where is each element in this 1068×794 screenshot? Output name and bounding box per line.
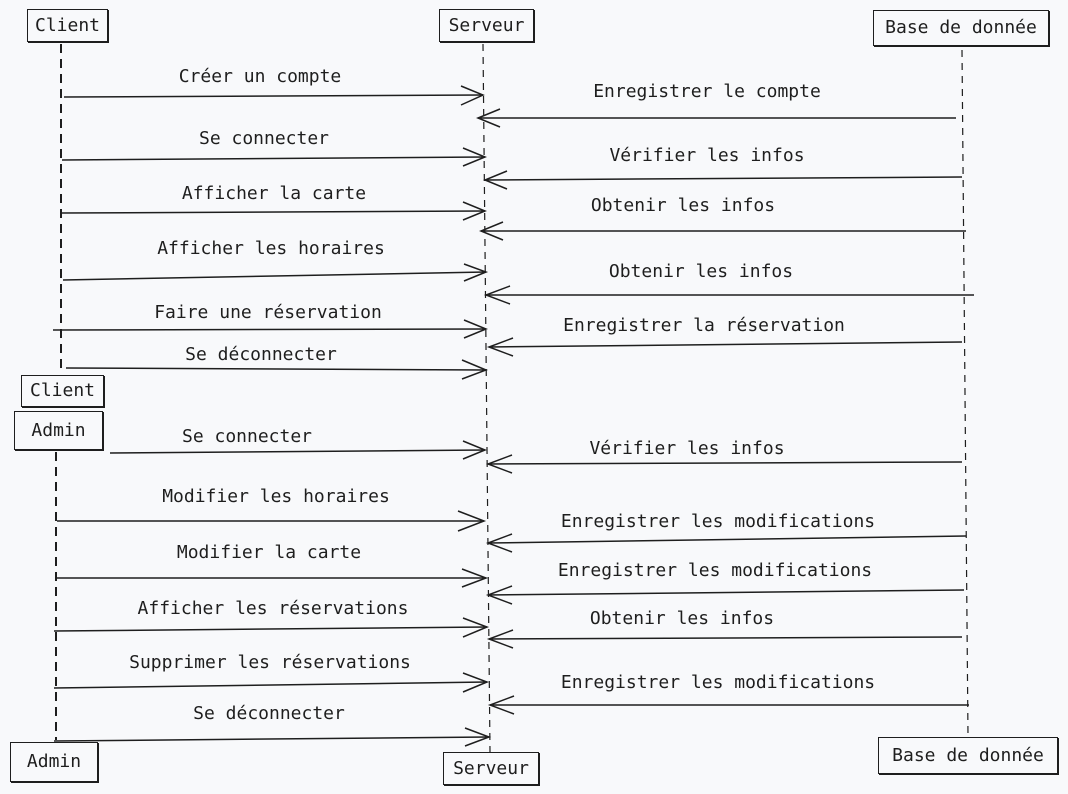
arrow-faire-reservation [52, 319, 488, 339]
arrow-afficher-carte [61, 201, 487, 221]
message-label: Obtenir les infos [608, 261, 794, 282]
message-label: Obtenir les infos [590, 195, 776, 216]
arrow-se-connecter-client [61, 147, 487, 167]
message-label: Enregistrer le compte [593, 81, 821, 102]
arrow-enregistrer-modifications-3 [487, 695, 969, 715]
arrow-supprimer-reservations [53, 672, 490, 693]
arrow-verifier-infos-1 [483, 170, 963, 190]
actor-serveur-bottom: Serveur [443, 752, 539, 785]
arrow-modifier-carte [57, 568, 489, 588]
actor-bdd-bottom: Base de donnée [878, 737, 1058, 774]
arrow-enregistrer-modifications-1 [485, 533, 967, 553]
actor-bdd-top: Base de donnée [873, 10, 1049, 46]
message-label: Vérifier les infos [589, 438, 785, 459]
actor-admin-top: Admin [14, 411, 103, 450]
message-label: Modifier les horaires [162, 486, 390, 507]
message-label: Enregistrer les modifications [560, 672, 876, 693]
arrow-verifier-infos-2 [485, 454, 963, 474]
actor-client-top: Client [27, 9, 108, 42]
arrow-enregistrer-modifications-2 [485, 585, 965, 605]
message-label: Afficher les horaires [157, 238, 385, 259]
arrow-enregistrer-compte [476, 108, 956, 128]
arrow-obtenir-infos-3 [486, 629, 963, 649]
message-label: Obtenir les infos [589, 608, 775, 629]
message-label: Afficher les réservations [137, 598, 409, 619]
message-label: Faire une réservation [154, 302, 382, 323]
arrow-se-deconnecter-admin [53, 727, 492, 747]
arrow-afficher-reservations [53, 617, 490, 638]
arrow-obtenir-infos-1 [479, 221, 966, 241]
message-label: Enregistrer les modifications [557, 560, 873, 581]
arrow-se-connecter-admin [109, 440, 487, 460]
actor-admin-bottom: Admin [10, 742, 98, 782]
message-label: Se déconnecter [193, 703, 345, 724]
message-label: Se connecter [198, 128, 330, 149]
message-label: Créer un compte [178, 66, 342, 87]
arrow-se-deconnecter-client [65, 359, 489, 380]
arrow-modifier-horaires [57, 510, 487, 532]
arrow-creer-compte [63, 85, 485, 106]
message-label: Enregistrer la réservation [563, 315, 845, 336]
arrow-obtenir-infos-2 [483, 285, 974, 305]
actor-client-bottom: Client [21, 375, 104, 407]
lifeline-serveur [482, 43, 491, 753]
message-label: Se connecter [181, 426, 313, 447]
message-label: Se déconnecter [185, 344, 337, 365]
message-label: Supprimer les réservations [129, 652, 411, 673]
message-label: Modifier la carte [176, 542, 362, 563]
lifeline-bdd [961, 49, 969, 737]
arrow-enregistrer-reservation [486, 337, 963, 357]
message-label: Vérifier les infos [609, 145, 805, 166]
message-label: Enregistrer les modifications [560, 511, 876, 532]
message-label: Afficher la carte [181, 183, 367, 204]
arrow-afficher-horaires [62, 263, 489, 282]
actor-serveur-top: Serveur [439, 9, 534, 42]
